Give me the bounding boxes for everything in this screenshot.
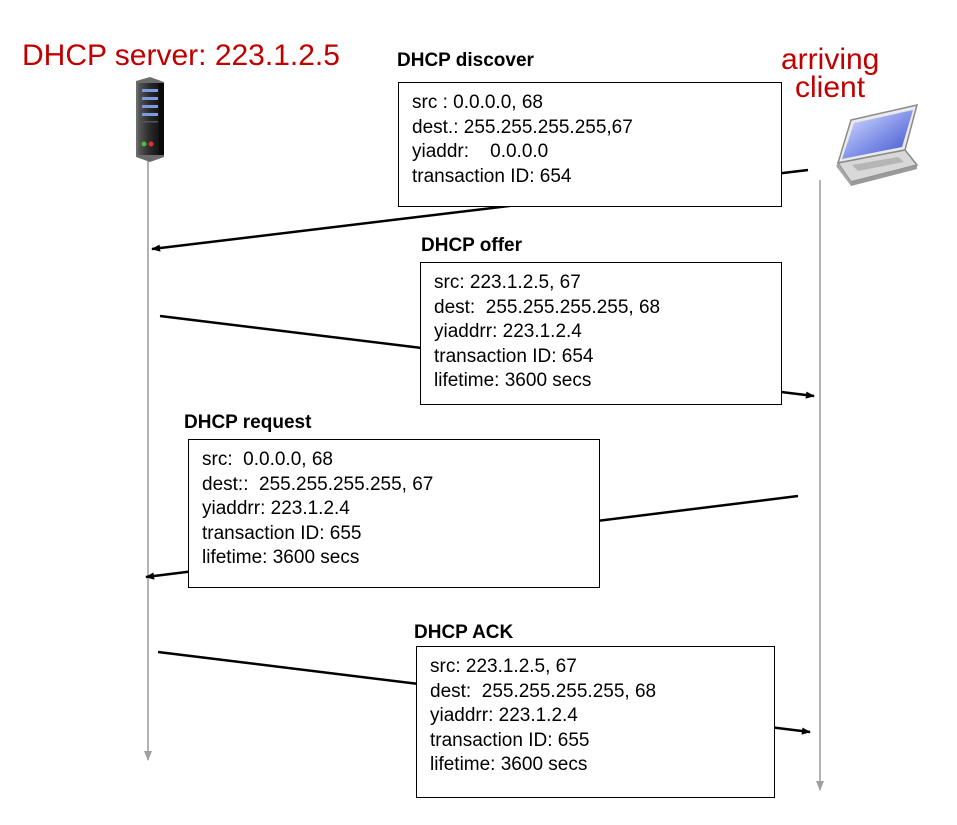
message-field: lifetime: 3600 secs: [434, 370, 592, 392]
offer-message-box: src: 223.1.2.5, 67 dest: 255.255.255.255…: [420, 262, 782, 405]
message-field: lifetime: 3600 secs: [202, 547, 360, 569]
discover-message-box: src : 0.0.0.0, 68 dest.: 255.255.255.255…: [398, 82, 782, 207]
ack-title: DHCP ACK: [414, 622, 514, 643]
message-field: transaction ID: 654: [434, 345, 594, 367]
message-field: src: 223.1.2.5, 67: [434, 272, 581, 293]
message-field: yiaddr: 0.0.0.0: [412, 141, 549, 163]
message-field: dest:: 255.255.255.255, 67: [202, 473, 434, 495]
message-field: src: 223.1.2.5, 67: [430, 656, 577, 677]
server-title: DHCP server: 223.1.2.5: [22, 39, 340, 72]
ack-message-box: src: 223.1.2.5, 67 dest: 255.255.255.255…: [416, 646, 775, 798]
offer-title: DHCP offer: [421, 235, 522, 256]
message-field: transaction ID: 655: [430, 729, 590, 751]
request-title: DHCP request: [184, 412, 312, 433]
message-field: yiaddrr: 223.1.2.4: [430, 705, 578, 727]
laptop-icon: [836, 103, 919, 186]
message-field: dest: 255.255.255.255, 68: [434, 296, 661, 318]
client-title-line1: arriving: [781, 43, 880, 76]
message-field: transaction ID: 655: [202, 522, 362, 544]
discover-title: DHCP discover: [397, 50, 534, 71]
message-field: yiaddrr: 223.1.2.4: [202, 498, 350, 520]
message-field: dest.: 255.255.255.255,67: [412, 116, 633, 138]
message-field: src: 0.0.0.0, 68: [202, 449, 333, 470]
message-field: transaction ID: 654: [412, 165, 572, 187]
request-message-box: src: 0.0.0.0, 68 dest:: 255.255.255.255,…: [188, 439, 600, 588]
message-field: lifetime: 3600 secs: [430, 754, 588, 776]
server-icon: [136, 77, 164, 162]
message-field: src : 0.0.0.0, 68: [412, 92, 543, 113]
message-field: yiaddrr: 223.1.2.4: [434, 321, 582, 343]
message-field: dest: 255.255.255.255, 68: [430, 680, 657, 702]
client-title-line2: client: [795, 71, 866, 104]
